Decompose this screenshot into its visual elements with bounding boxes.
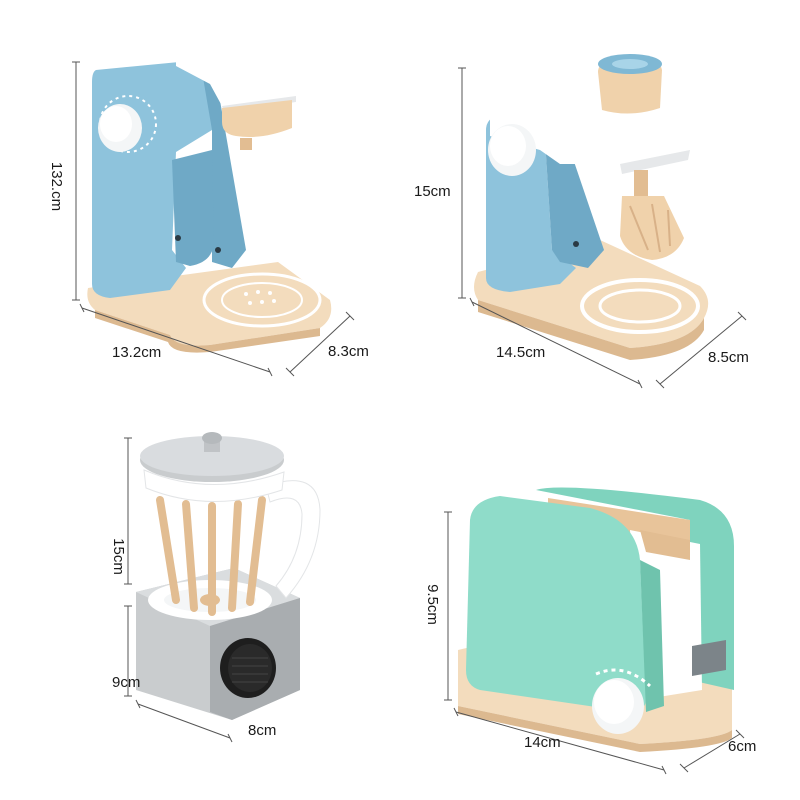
toaster-depth-label: 6cm [728,738,757,755]
blender-depth-label: 9cm [112,674,141,691]
blender-height-label: 15cm [109,538,127,575]
blender-width-label: 8cm [248,722,277,739]
stand-mixer-toy [474,54,709,360]
coffee-machine-depth-label: 8.3cm [328,343,369,360]
mixer-height-label: 15cm [414,183,451,200]
coffee-machine-width-label: 13.2cm [112,344,162,361]
toaster-toy [458,487,734,752]
mixer-width-label: 14.5cm [496,344,546,361]
coffee-machine-height-label: 132.cm [48,161,66,212]
dimension-lines [72,61,747,775]
toaster-width-label: 14cm [524,734,561,751]
toaster-height-label: 9.5cm [423,584,441,625]
mixer-depth-label: 8.5cm [708,349,749,366]
blender-toy [136,432,321,720]
coffee-machine-toy [87,52,332,353]
